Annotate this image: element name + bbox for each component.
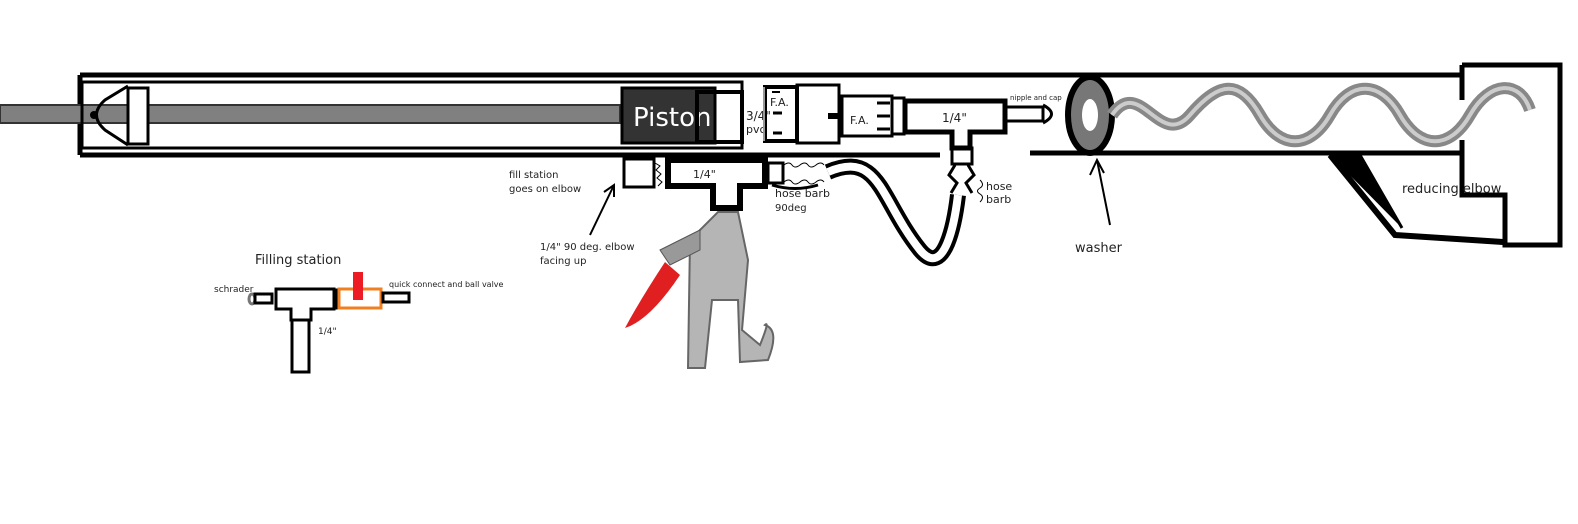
hose-barb-right-label-1: hose — [986, 180, 1012, 193]
piston-rod — [0, 104, 621, 124]
bottom-tee — [622, 157, 825, 211]
spring — [1107, 82, 1536, 148]
elbow-label-2: facing up — [540, 256, 586, 267]
filling-station-size-label: 1/4" — [318, 327, 337, 337]
elbow-arrow — [589, 183, 615, 236]
piston-label: Piston — [633, 103, 711, 133]
female-adapter-1 — [763, 83, 841, 145]
piston — [620, 86, 717, 145]
top-tee-label: 1/4" — [942, 111, 967, 125]
washer-label: washer — [1075, 241, 1123, 256]
hose-barb-label-2: 90deg — [775, 203, 807, 214]
pvc-label: pvc — [746, 123, 766, 136]
filling-station-title: Filling station — [255, 253, 341, 268]
reducing-elbow — [1327, 62, 1563, 248]
hose — [824, 158, 976, 267]
schrader-label: schrader — [214, 285, 254, 295]
top-tee — [902, 98, 1053, 166]
fa1-label: F.A. — [770, 96, 789, 109]
bottom-tee-label: 1/4" — [693, 168, 716, 181]
elbow-label-1: 1/4" 90 deg. elbow — [540, 242, 635, 253]
washer-arrow — [1089, 157, 1111, 226]
filling-station — [247, 272, 411, 374]
quick-connect-label: quick connect and ball valve — [389, 280, 504, 289]
reducing-elbow-label: reducing elbow — [1402, 182, 1502, 197]
end-cap — [126, 86, 150, 146]
blow-gun-icon — [625, 211, 775, 369]
barrel — [77, 72, 1462, 158]
pvc-coupling — [695, 90, 744, 144]
pvc-size-label: 3/4" — [746, 109, 771, 123]
hose-barb-right-label-2: barb — [986, 193, 1011, 206]
fill-station-label-2: goes on elbow — [509, 184, 581, 195]
fa2-label: F.A. — [850, 114, 869, 127]
nipple-cap-label: nipple and cap — [1010, 94, 1062, 102]
fill-station-label-1: fill station — [509, 170, 558, 181]
hose-barb-label-1: hose barb — [775, 187, 830, 200]
